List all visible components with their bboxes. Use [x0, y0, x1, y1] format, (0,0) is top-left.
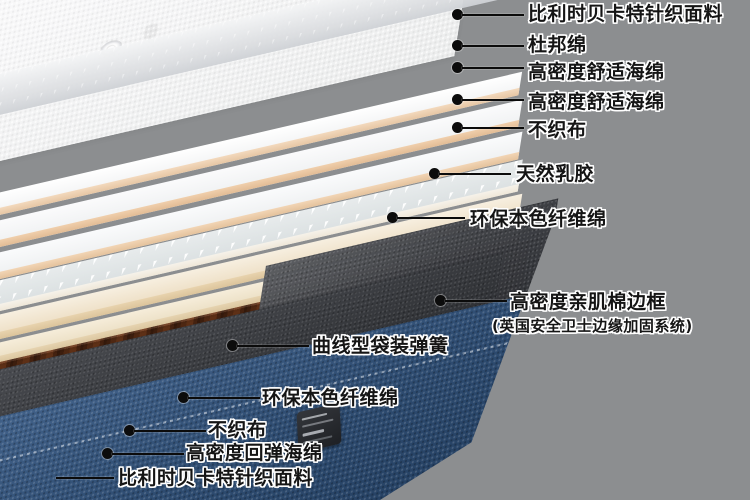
callout-sublabel: (英国安全卫士边缘加固系统) [492, 317, 693, 335]
callout-label: 天然乳胶 [516, 163, 595, 185]
callout-dot [178, 392, 189, 403]
callout-dot [452, 9, 463, 20]
callout-label: 高密度回弹海绵 [186, 442, 323, 464]
callout-label: 高密度舒适海绵 [528, 91, 665, 113]
callout-label: 比利时贝卡特针织面料 [118, 467, 314, 489]
callout-leader-line [56, 477, 114, 479]
callout-leader-line [237, 345, 309, 347]
callout-leader-line [445, 300, 507, 302]
callout-dot [429, 168, 440, 179]
callout-dot [452, 62, 463, 73]
callout-leader-line [462, 127, 524, 129]
callout-label: 环保本色纤维绵 [470, 208, 607, 230]
callout-leader-line [397, 217, 465, 219]
callout-label: 不织布 [528, 119, 587, 141]
callout-label: 环保本色纤维绵 [262, 387, 399, 409]
callout-dot [387, 212, 398, 223]
callout-dot [452, 40, 463, 51]
callout-dot [227, 340, 238, 351]
callout-leader-line [462, 99, 524, 101]
callout-dot [124, 425, 135, 436]
callout-leader-line [134, 430, 206, 432]
callout-label: 高密度舒适海绵 [528, 61, 665, 83]
callout-dot [452, 94, 463, 105]
callout-dot [435, 295, 446, 306]
callout-leader-line [462, 14, 524, 16]
callout-dot [452, 122, 463, 133]
callout-label: 曲线型袋装弹簧 [312, 335, 449, 357]
callout-label: 比利时贝卡特针织面料 [528, 3, 724, 25]
callout-leader-line [462, 67, 524, 69]
callout-label: 杜邦绵 [528, 34, 587, 56]
callout-leader-line [439, 173, 511, 175]
callout-label: 不织布 [208, 419, 267, 441]
callout-dot [102, 448, 113, 459]
callout-leader-line [188, 397, 260, 399]
callout-leader-line [112, 453, 184, 455]
callout-leader-line [462, 45, 524, 47]
callout-label: 高密度亲肌棉边框 [510, 291, 667, 313]
